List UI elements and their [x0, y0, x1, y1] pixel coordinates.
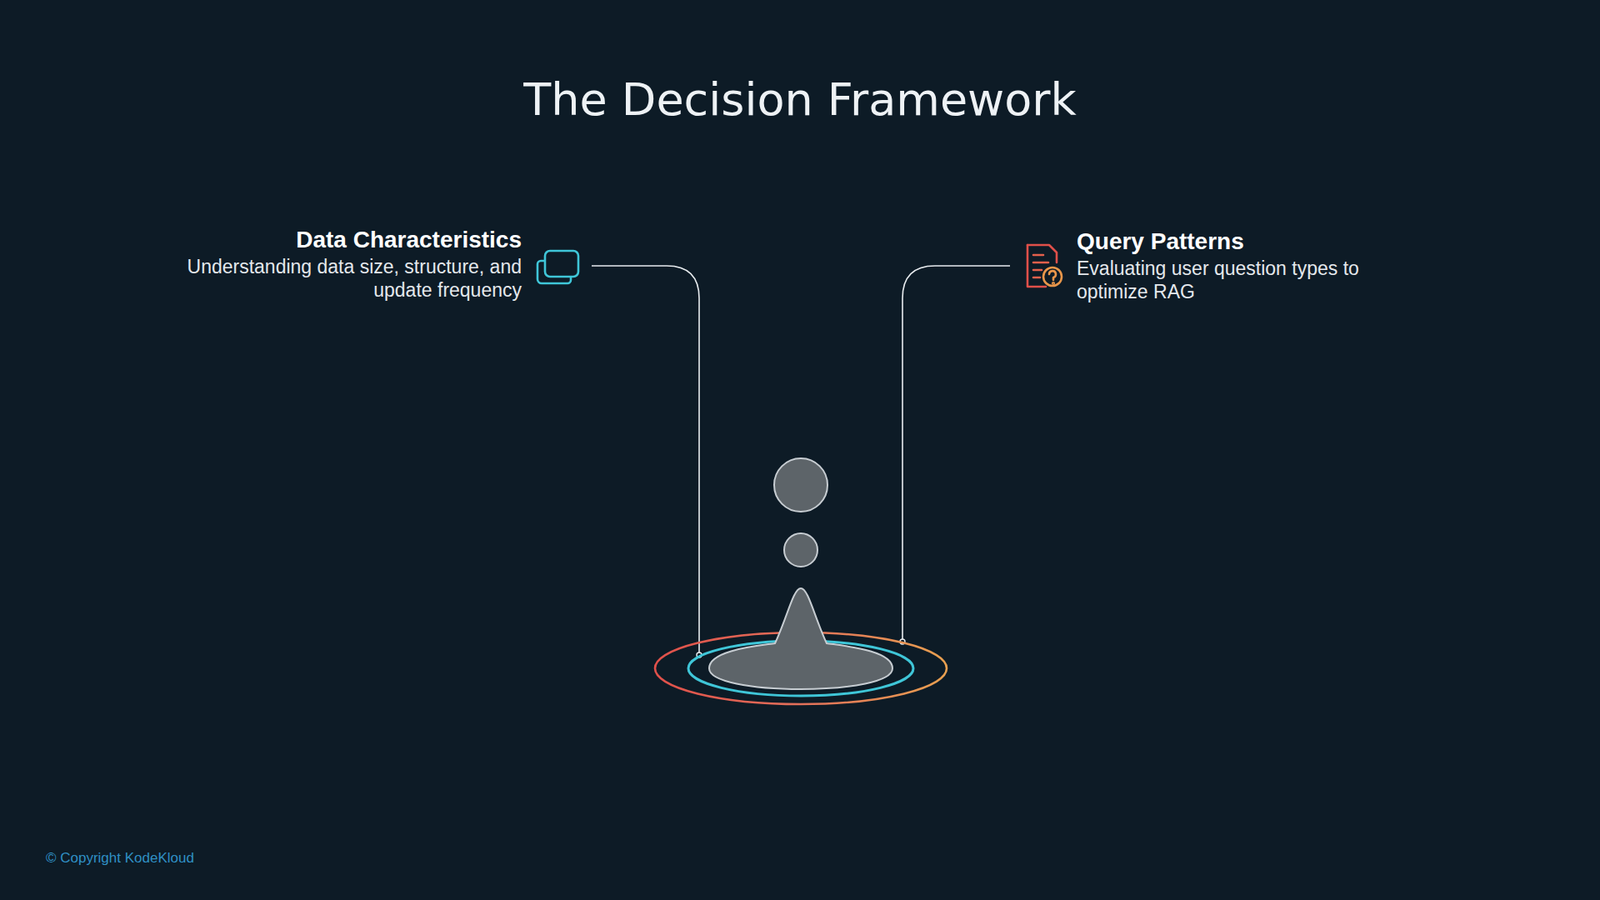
query-icon	[1027, 245, 1062, 287]
callout-body: Understanding data size, structure, and …	[171, 255, 522, 302]
leader-line	[902, 265, 1010, 640]
leader-line	[591, 265, 700, 654]
callout-heading: Query Patterns	[1076, 228, 1427, 255]
callout-body: Evaluating user question types to optimi…	[1076, 256, 1427, 304]
data-icon	[537, 250, 579, 284]
callout-heading: Data Characteristics	[171, 226, 522, 254]
text-callout: Data CharacteristicsUnderstanding data s…	[171, 226, 522, 302]
text-callout: Query PatternsEvaluating user question t…	[1076, 228, 1427, 304]
droplet-illustration	[655, 458, 947, 705]
diagram-title: The Decision Framework	[0, 73, 1600, 126]
copyright-note: © Copyright KodeKloud	[45, 850, 195, 867]
